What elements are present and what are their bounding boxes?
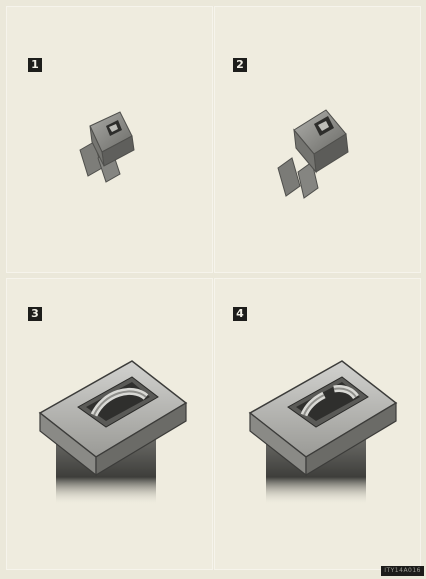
fuse-illustration-1 [62, 98, 162, 198]
image-code-badge: ITY14A016 [381, 566, 424, 576]
fuse-illustration-3 [34, 355, 194, 505]
panel-number-badge-1: 1 [28, 58, 42, 72]
panel-number-badge-2: 2 [233, 58, 247, 72]
fuse-illustration-4 [244, 355, 404, 505]
fuse-illustration-2 [268, 96, 378, 206]
panel-number-badge-4: 4 [233, 307, 247, 321]
panel-number-badge-3: 3 [28, 307, 42, 321]
